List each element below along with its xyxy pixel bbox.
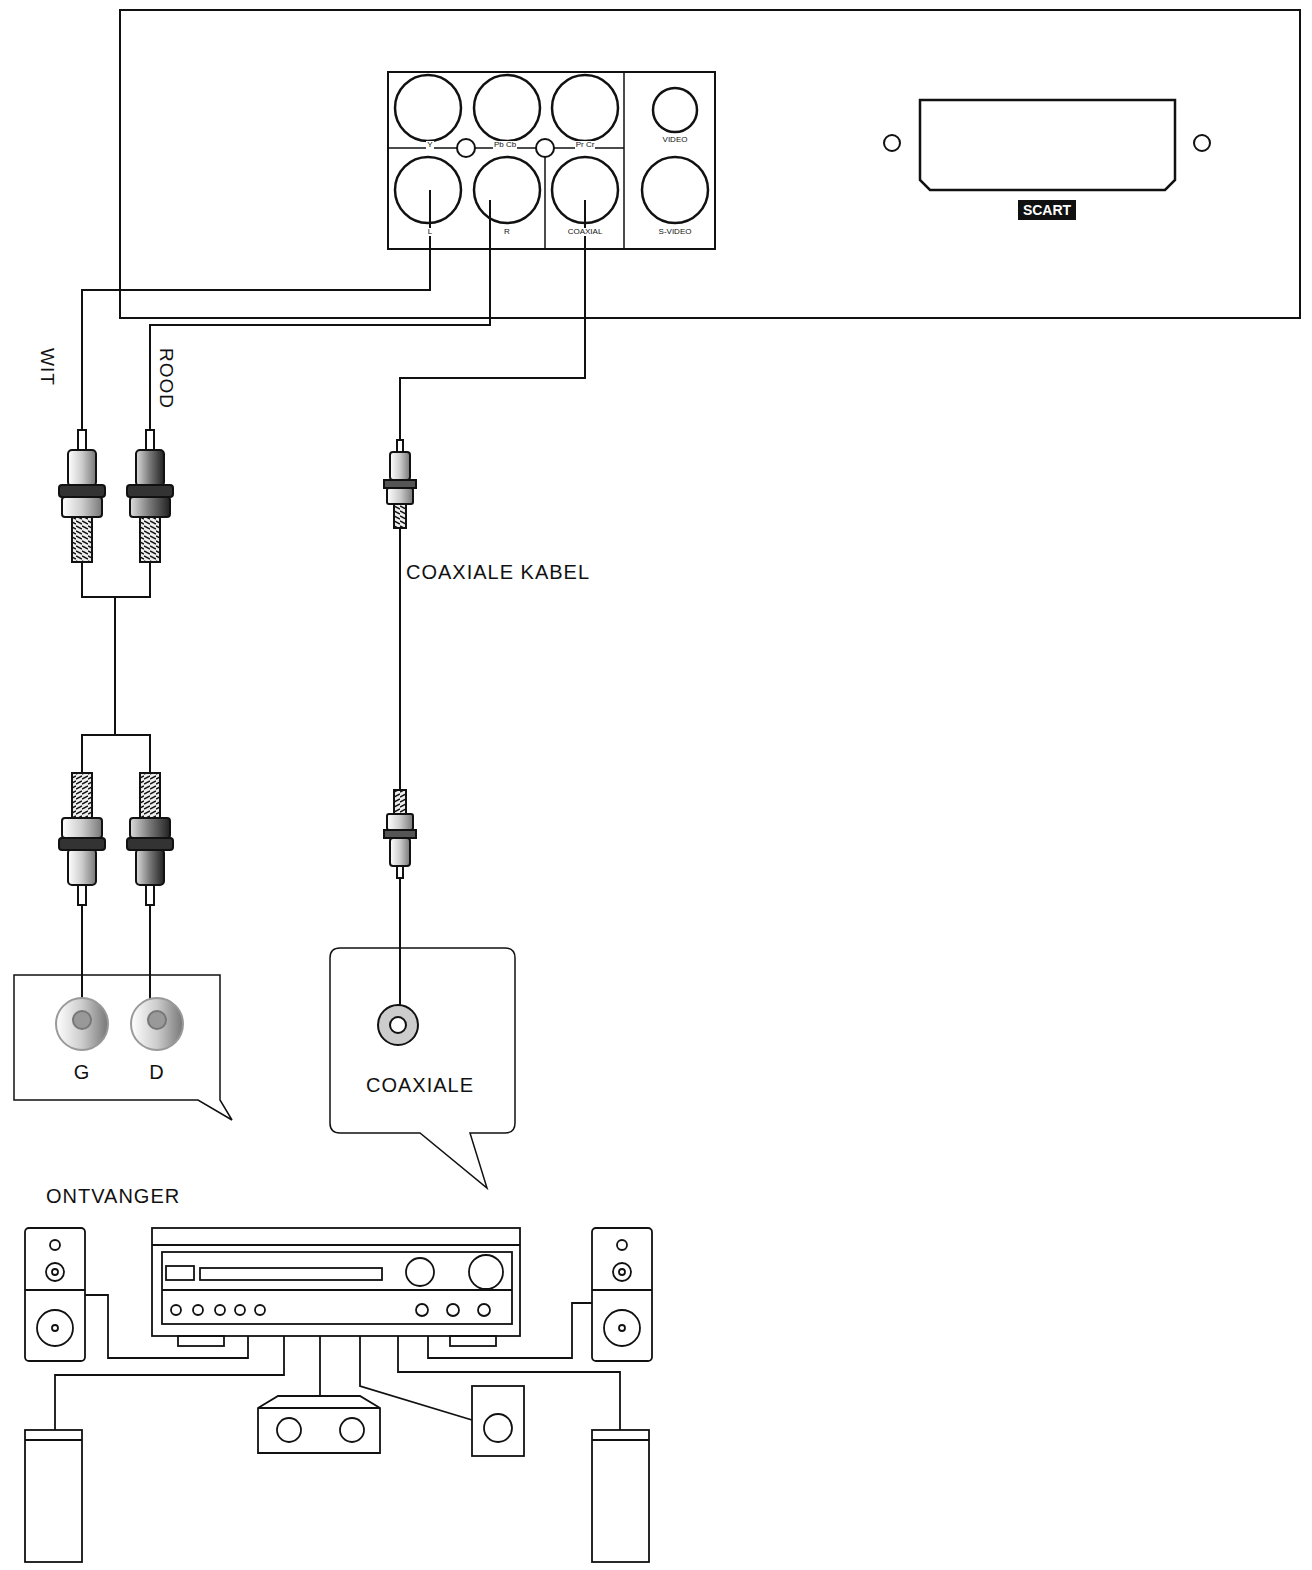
port-label: Pr Cr: [575, 141, 596, 149]
terminal-label: D: [149, 1062, 164, 1082]
cable: [82, 249, 430, 975]
port-label: Pb Cb: [493, 141, 517, 149]
callout-bubble: COAXIALE: [330, 948, 515, 1133]
port-label: VIDEO: [662, 136, 689, 144]
connector-label: SCART: [1023, 203, 1071, 217]
label-box: SCART: [1018, 200, 1076, 220]
cable: [115, 249, 490, 975]
cable-label: WIT: [38, 348, 57, 386]
port-label: S-VIDEO: [658, 228, 693, 236]
cable-label: COAXIALE KABEL: [406, 562, 590, 582]
cable-label: ROOD: [157, 348, 176, 409]
jack-panel: Y Pb Cb Pr Cr VIDEO L R COAXIAL S-VIDEO: [388, 72, 715, 249]
device-label: ONTVANGER: [46, 1186, 180, 1206]
cable: [400, 249, 585, 948]
callout-bubble: GD: [14, 975, 220, 1100]
port-label: R: [503, 228, 511, 236]
port-label: Y: [426, 141, 433, 149]
port-label: L: [427, 228, 433, 236]
terminal-label: G: [74, 1062, 91, 1082]
terminal-label: COAXIALE: [366, 1075, 474, 1095]
port-label: COAXIAL: [567, 228, 604, 236]
